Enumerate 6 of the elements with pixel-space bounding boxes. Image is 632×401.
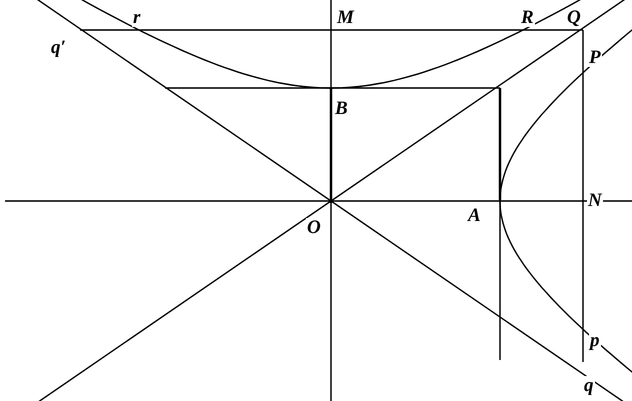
point-label: P (588, 48, 602, 67)
point-label: q (583, 376, 594, 395)
point-label: q′ (50, 38, 67, 57)
point-label: R (520, 8, 535, 27)
point-label: Q (566, 8, 582, 27)
point-label: p (589, 331, 600, 350)
